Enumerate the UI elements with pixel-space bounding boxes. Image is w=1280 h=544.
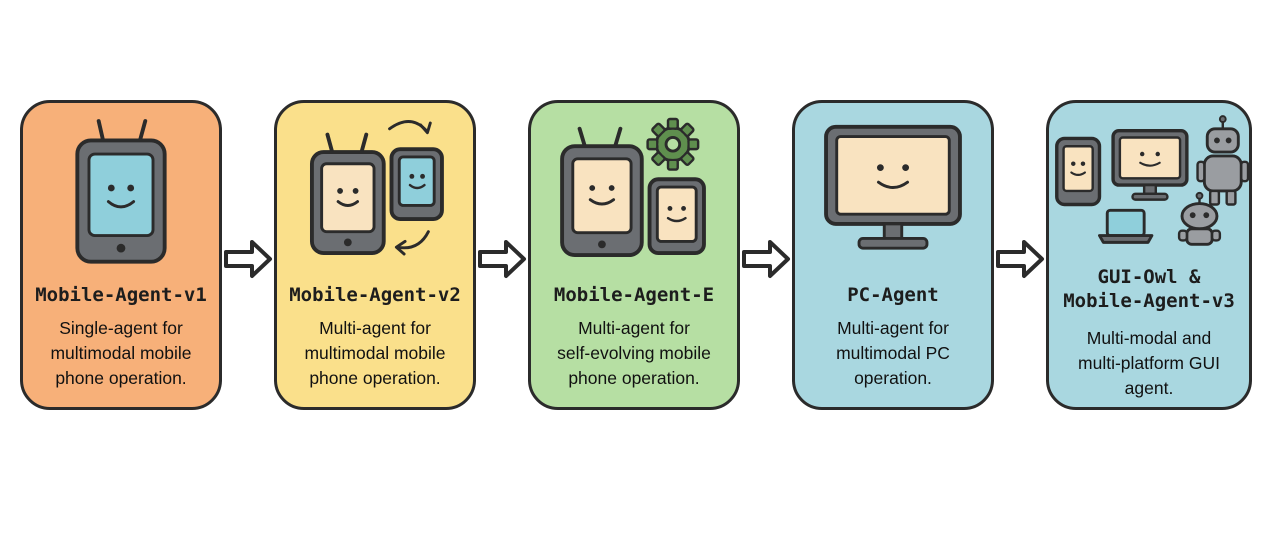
stage-card-gui-owl-mobile-agent-v3: GUI-Owl & Mobile-Agent-v3 Multi-modal an… (1046, 100, 1252, 410)
stage-title: GUI-Owl & Mobile-Agent-v3 (1063, 266, 1235, 312)
stage-title: Mobile-Agent-v1 (35, 284, 207, 306)
arrow-right-icon (478, 240, 526, 278)
arrow-right-icon (742, 240, 790, 278)
two-robot-phones-icon (309, 120, 444, 256)
robot-phone-icon (75, 119, 167, 264)
stage-title: Mobile-Agent-v2 (289, 284, 461, 306)
stage-description: Multi-modal and multi-platform GUI agent… (1078, 328, 1220, 398)
gear-icon (646, 117, 700, 171)
stage-description: Multi-agent for multimodal mobile phone … (304, 318, 446, 388)
stage-card-pc-agent: PC-Agent Multi-agent for multimodal PC o… (792, 100, 994, 410)
stage-card-mobile-agent-e: Mobile-Agent-E Multi-agent for self-evol… (528, 100, 740, 410)
stage-title: PC-Agent (847, 284, 939, 306)
multi-device-robots-icon (1055, 115, 1249, 246)
stage-description: Single-agent for multimodal mobile phone… (50, 318, 192, 388)
robot-phones-gear-icon (560, 117, 706, 257)
stage-card-mobile-agent-v2: Mobile-Agent-v2 Multi-agent for multimod… (274, 100, 476, 410)
arrow-right-icon (996, 240, 1044, 278)
robot-monitor-icon (824, 124, 962, 250)
stage-card-mobile-agent-v1: Mobile-Agent-v1 Single-agent for multimo… (20, 100, 222, 410)
stage-description: Multi-agent for self-evolving mobile pho… (557, 318, 711, 388)
stage-description: Multi-agent for multimodal PC operation. (836, 318, 950, 388)
stage-title: Mobile-Agent-E (553, 284, 715, 306)
arrow-right-icon (224, 240, 272, 278)
